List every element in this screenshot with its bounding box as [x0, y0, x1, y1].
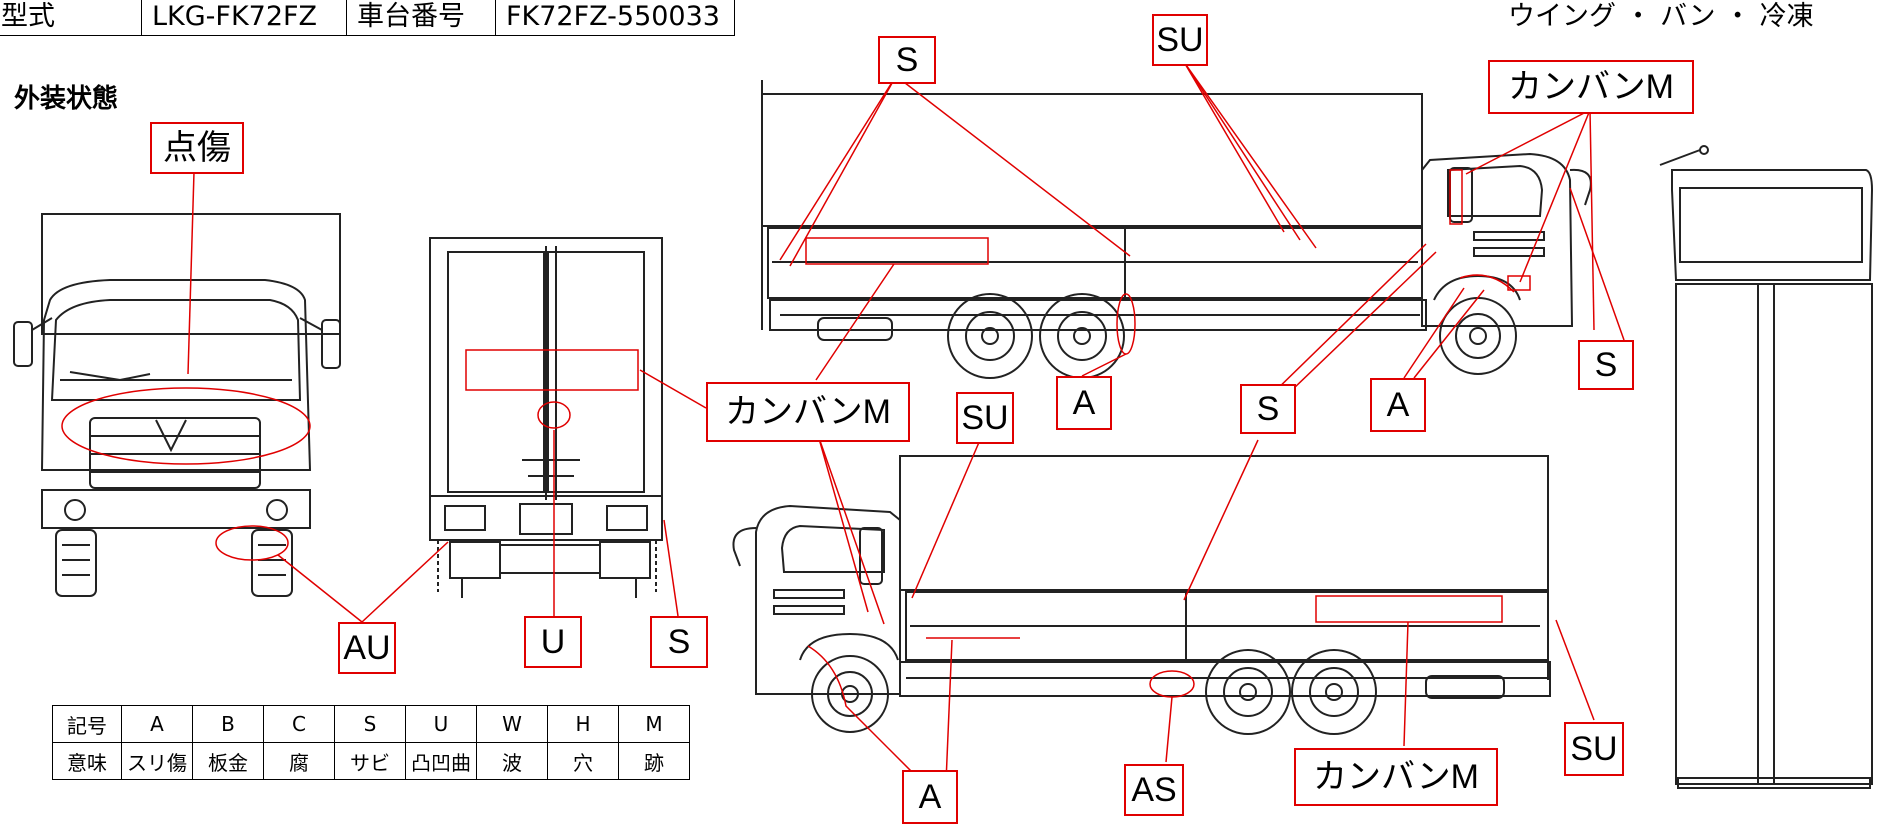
legend-symbol: S: [334, 705, 406, 743]
annotation-lines: [61, 61, 1625, 783]
legend-symbol: H: [547, 705, 619, 743]
legend-meaning: 板金: [192, 742, 264, 780]
chassis-value: FK72FZ-550033: [495, 0, 735, 36]
label-top-a1: A: [1056, 376, 1112, 430]
label-bot-a: A: [902, 770, 958, 824]
vehicle-info-table: 型式 LKG-FK72FZ 車台番号 FK72FZ-550033: [0, 0, 735, 36]
front-damage-ellipse: [61, 387, 311, 465]
rear-u-ellipse: [537, 401, 571, 429]
label-top-kanban: カンバンM: [1488, 60, 1694, 114]
label-front-au: AU: [338, 622, 396, 674]
legend-meaning: サビ: [334, 742, 406, 780]
label-top-a2: A: [1370, 378, 1426, 432]
front-au-ellipse: [215, 525, 289, 561]
label-rear-s: S: [650, 616, 708, 668]
legend-symbol-row: 記号 A B C S U W H M: [52, 705, 690, 743]
legend-meaning-row: 意味 スリ傷 板金 腐 サビ 凸凹曲 波 穴 跡: [52, 742, 690, 780]
label-bot-kanban: カンバンM: [1294, 748, 1498, 806]
top-down-drawing: [1659, 145, 1874, 789]
legend-meaning: 腐: [263, 742, 335, 780]
legend-meaning: スリ傷: [121, 742, 193, 780]
side-view-top-drawing: [761, 80, 1592, 379]
label-front-damage: 点傷: [150, 122, 244, 174]
legend-header-label: 記号: [52, 705, 122, 743]
legend-symbol: C: [263, 705, 335, 743]
label-bot-su: SU: [956, 392, 1014, 444]
label-bot-su2: SU: [1564, 722, 1624, 776]
label-top-su: SU: [1152, 14, 1208, 66]
rear-kanban-rect: [465, 349, 639, 391]
legend-meaning: 穴: [547, 742, 619, 780]
legend-meaning: 凸凹曲: [405, 742, 477, 780]
body-type-text: ウイング ・ バン ・ 冷凍: [1508, 1, 1814, 32]
legend-symbol: A: [121, 705, 193, 743]
legend-symbol: W: [476, 705, 548, 743]
label-cab-s: S: [1578, 340, 1634, 390]
model-value: LKG-FK72FZ: [141, 0, 347, 36]
legend-symbol: M: [618, 705, 690, 743]
legend-meaning-label: 意味: [52, 742, 122, 780]
top-kanban-rect: [805, 237, 989, 265]
legend-meaning: 波: [476, 742, 548, 780]
legend-symbol: B: [192, 705, 264, 743]
model-label: 型式: [0, 0, 142, 36]
label-rear-u: U: [524, 616, 582, 668]
bot-as-ellipse: [1149, 670, 1195, 698]
front-view-drawing: [13, 213, 341, 597]
top-cab-window-rect: [1449, 169, 1463, 225]
section-title: 外装状態: [14, 84, 119, 114]
label-top-s2: S: [1240, 384, 1296, 434]
legend-table: 記号 A B C S U W H M 意味 スリ傷 板金 腐 サビ 凸凹曲 波 …: [52, 705, 690, 780]
rear-view-drawing: [429, 237, 663, 598]
label-top-s: S: [878, 36, 936, 84]
label-rear-kanban: カンバンM: [706, 382, 910, 442]
label-bot-as: AS: [1124, 764, 1184, 816]
legend-symbol: U: [405, 705, 477, 743]
side-view-bottom-drawing: [732, 455, 1551, 735]
top-a-ellipse: [1116, 293, 1136, 355]
bot-kanban-rect: [1315, 595, 1503, 623]
legend-meaning: 跡: [618, 742, 690, 780]
